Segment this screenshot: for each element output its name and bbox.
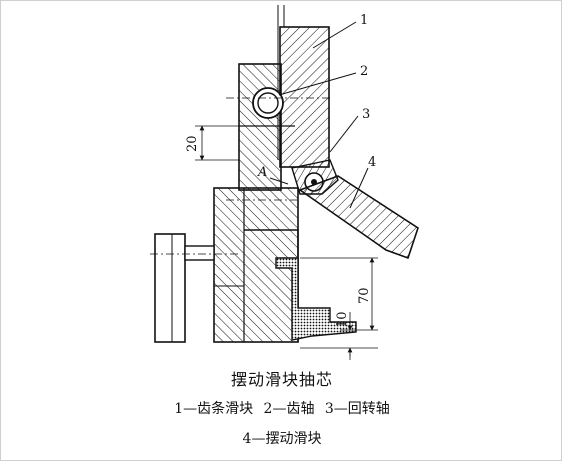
core-part <box>275 257 357 341</box>
mechanism-diagram: 1 2 3 4 A 20 70 10 <box>150 5 419 360</box>
label-point-a: A <box>257 165 267 180</box>
leader-lines <box>269 21 369 209</box>
dimension-label-70: 70 <box>357 287 372 304</box>
upper-block <box>238 63 295 191</box>
dimension-label-10: 10 <box>335 311 350 328</box>
dimension-20 <box>195 125 239 161</box>
label-part-3: 3 <box>362 107 370 122</box>
dimension-70-10 <box>300 257 378 360</box>
figure-title: 摆动滑块抽芯 <box>230 370 333 389</box>
label-part-1: 1 <box>360 13 368 28</box>
dimension-label-20: 20 <box>185 135 200 152</box>
label-part-2: 2 <box>360 64 368 79</box>
legend-line-2: 4—摆动滑块 <box>242 431 322 447</box>
gear-shaft <box>252 87 284 119</box>
rack-slider <box>277 5 330 168</box>
left-guide-plate <box>154 233 215 343</box>
legend-line-1: 1—齿条滑块 2—齿轴 3—回转轴 <box>174 401 390 417</box>
center-lines <box>150 97 330 255</box>
label-part-4: 4 <box>368 155 376 170</box>
swing-slider <box>298 175 419 260</box>
